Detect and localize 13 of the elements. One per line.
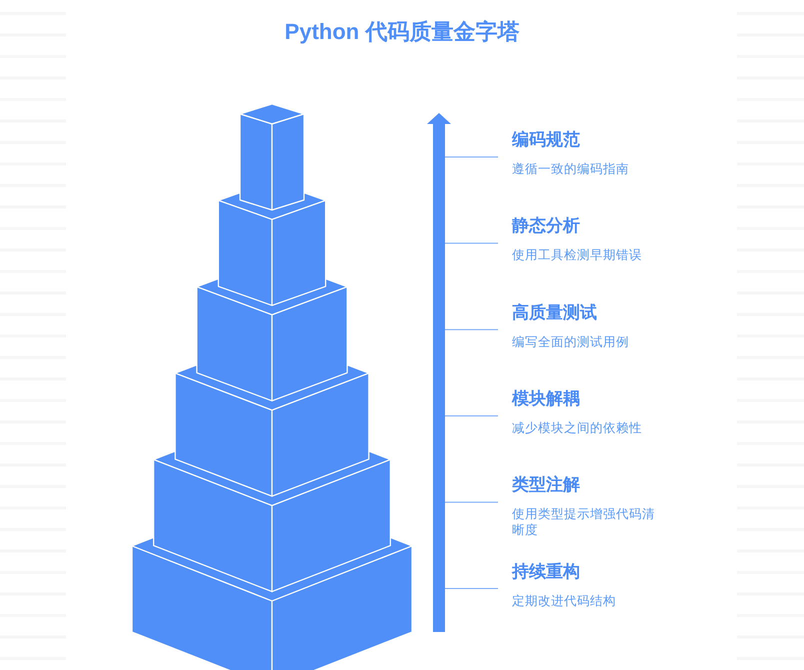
title: Python 代码质量金字塔	[284, 18, 520, 46]
level-description: 编写全面的测试用例	[512, 334, 630, 350]
level-heading: 模块解耦	[512, 388, 580, 410]
level-description: 遵循一致的编码指南	[512, 161, 630, 177]
level-heading: 编码规范	[512, 129, 580, 151]
level-heading: 高质量测试	[512, 302, 597, 324]
level-heading: 类型注解	[512, 474, 580, 496]
level-description: 使用工具检测早期错误	[512, 247, 643, 264]
level-heading: 静态分析	[512, 215, 580, 238]
level-description: 使用类型提示增强代码清晰度	[512, 506, 656, 538]
level-description: 定期改进代码结构	[512, 592, 617, 608]
level-description: 减少模块之间的依赖性	[512, 420, 643, 436]
level-heading: 持续重构	[512, 560, 580, 582]
